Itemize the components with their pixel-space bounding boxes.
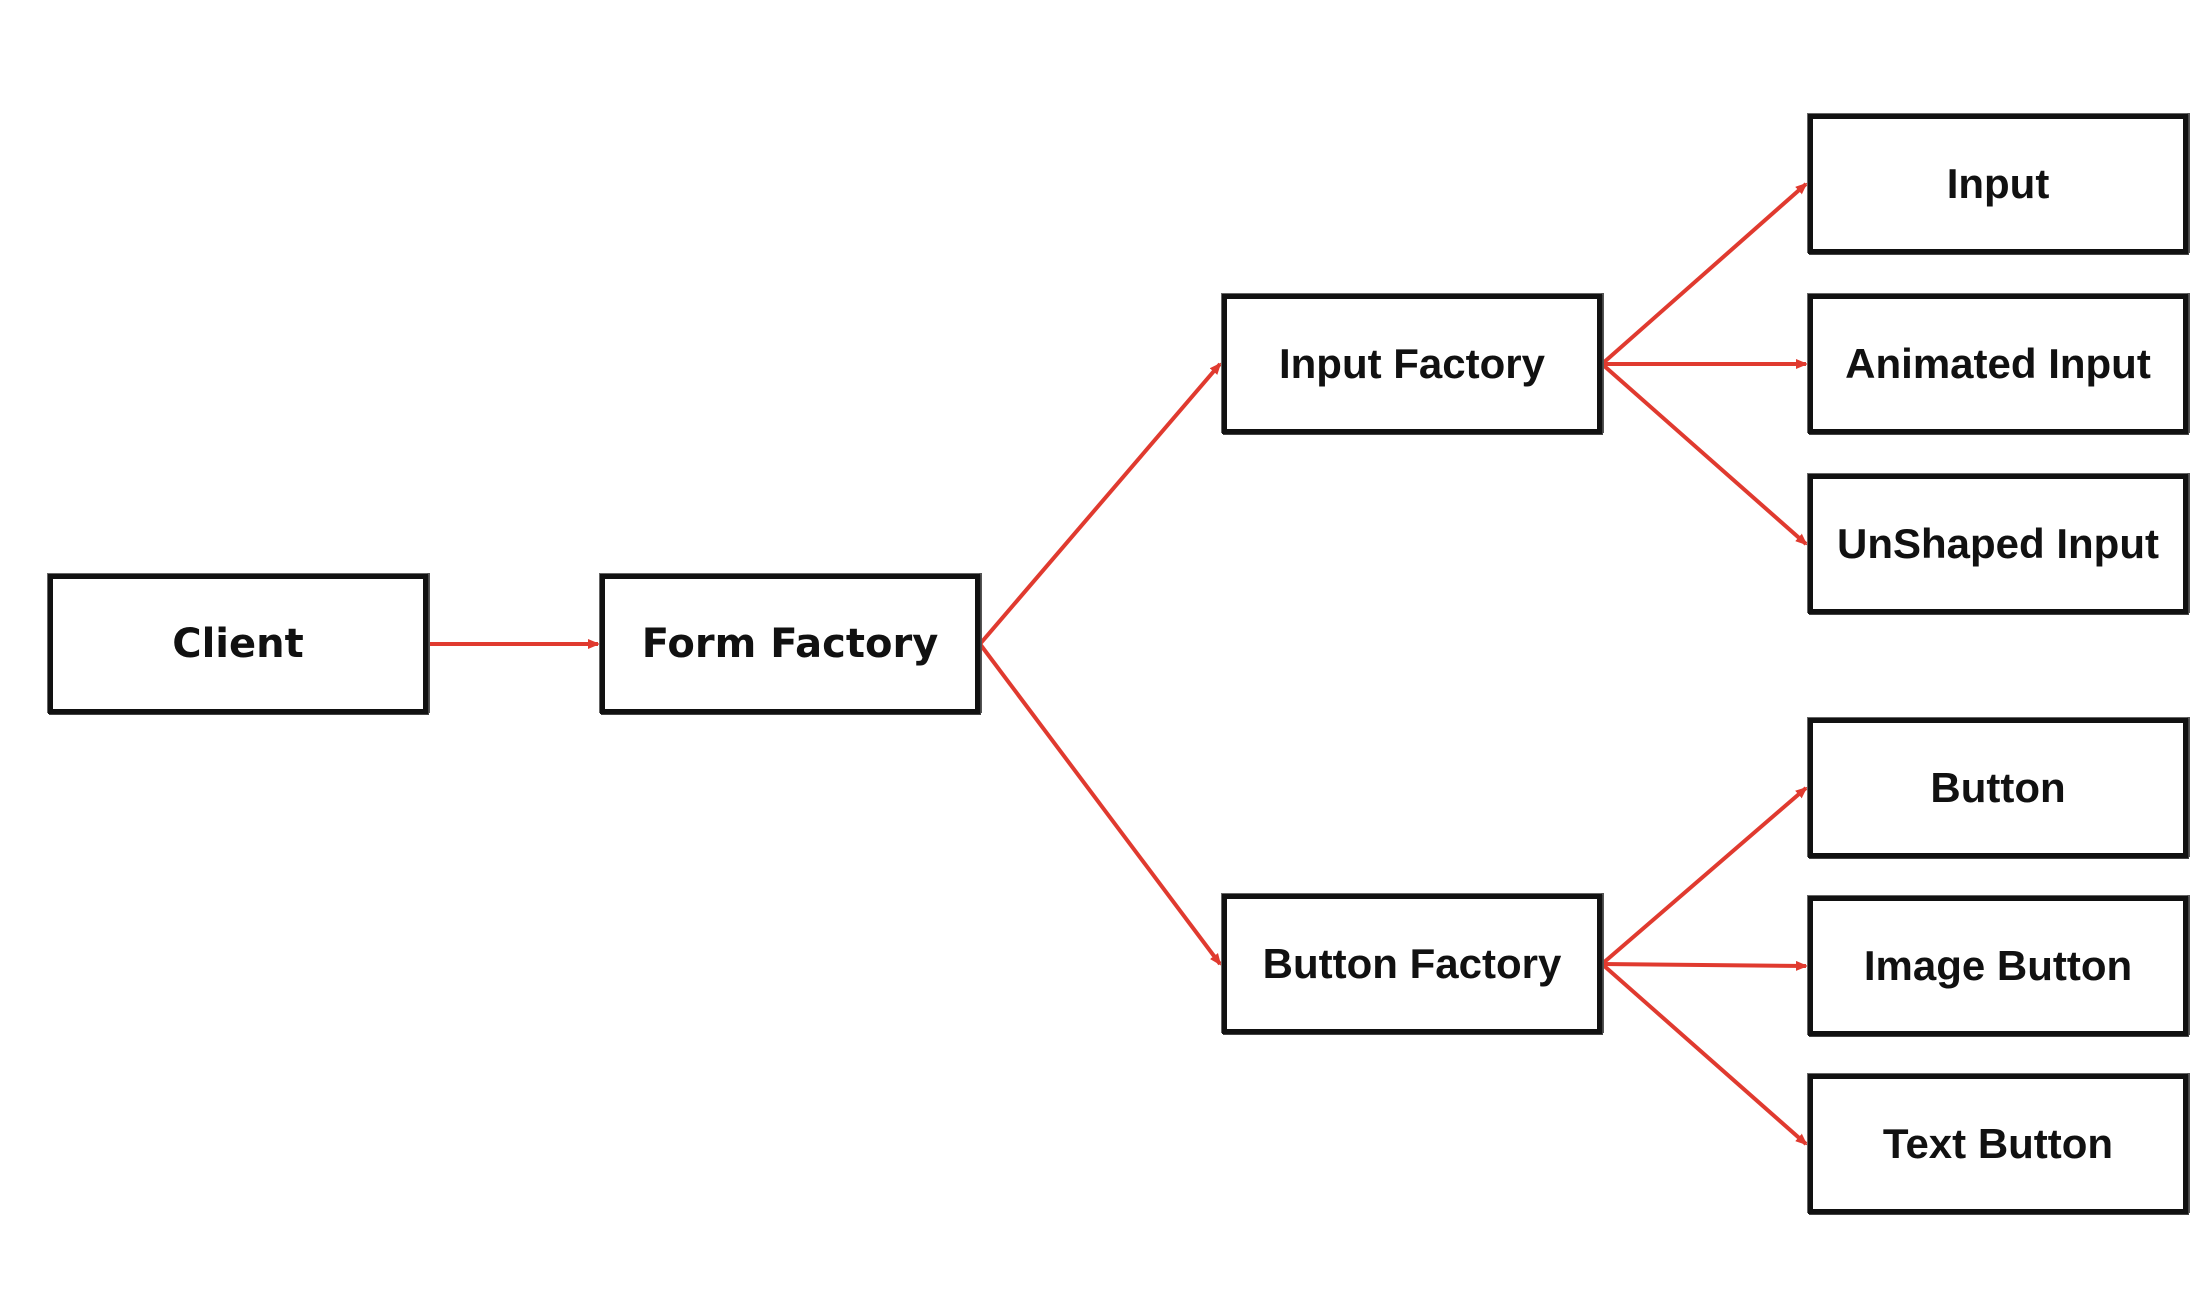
image-button-label: Image Button <box>1863 942 2133 989</box>
form-factory-label: Form Factory <box>641 621 939 667</box>
animated-input-node: Animated Input <box>1808 294 2188 434</box>
text-button-label: Text Button <box>1882 1120 2114 1167</box>
arrow-input_factory-to-input <box>1600 182 1808 366</box>
animated-input-label: Animated Input <box>1845 340 2151 387</box>
image-button-node: Image Button <box>1808 896 2188 1036</box>
client-node: Client <box>48 574 428 714</box>
arrow-button_factory-to-button <box>1600 786 1808 966</box>
arrow-form_factory-to-button_factory <box>978 642 1222 966</box>
button-factory-node: Button Factory <box>1222 894 1602 1034</box>
unshaped-input-label: UnShaped Input <box>1837 520 2159 567</box>
input-label: Input <box>1946 160 2050 207</box>
form-factory-node: Form Factory <box>600 574 980 714</box>
arrow-form_factory-to-input_factory <box>978 362 1222 646</box>
text-button-node: Text Button <box>1808 1074 2188 1214</box>
arrow-input_factory-to-unshaped_input <box>1600 362 1808 546</box>
button-label: Button <box>1930 764 2066 811</box>
input-factory-label: Input Factory <box>1278 340 1545 387</box>
unshaped-input-node: UnShaped Input <box>1808 474 2188 614</box>
button-factory-label: Button Factory <box>1262 940 1562 987</box>
arrow-button_factory-to-text_button <box>1600 962 1808 1146</box>
client-label: Client <box>172 621 304 667</box>
input-factory-node: Input Factory <box>1222 294 1602 434</box>
button-node: Button <box>1808 718 2188 858</box>
input-node: Input <box>1808 114 2188 254</box>
arrow-button_factory-to-image_button <box>1601 960 1808 971</box>
